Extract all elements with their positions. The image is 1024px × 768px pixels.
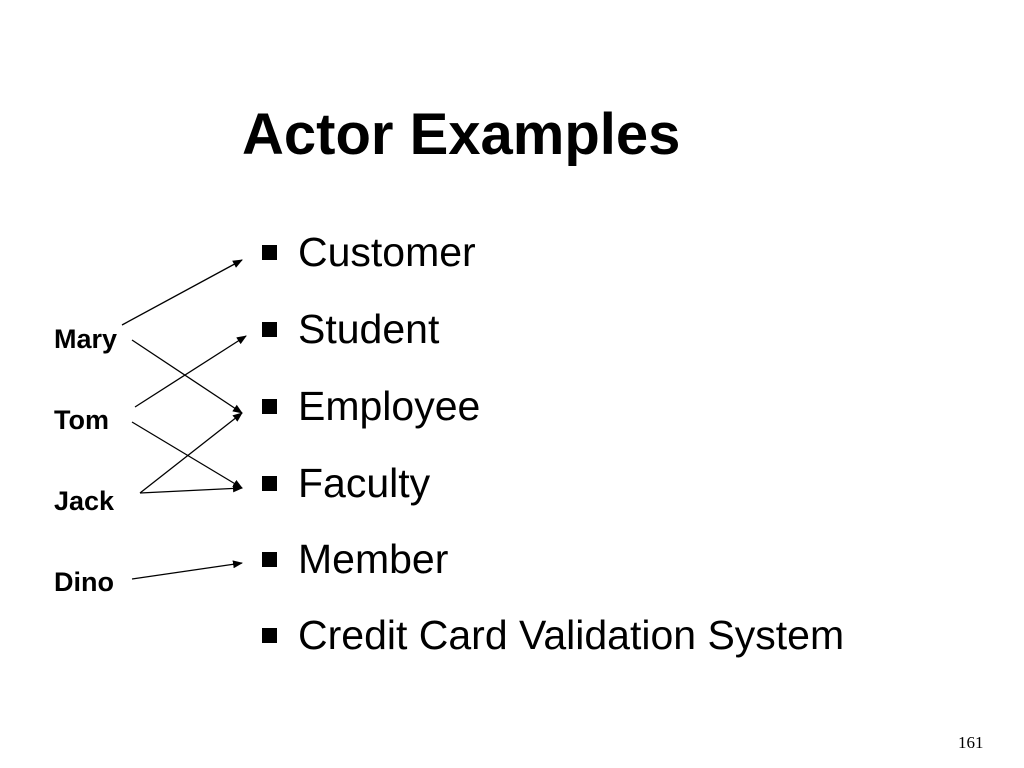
slide-title: Actor Examples [242, 102, 681, 167]
bullet-item-member: Member [262, 534, 448, 584]
mapping-arrow-tom-to-faculty [131, 421, 243, 489]
arrow-layer [121, 259, 247, 580]
actor-name-mary: Mary [54, 324, 118, 354]
bullet-item-student: Student [262, 304, 439, 354]
mapping-arrow-jack-to-employee [139, 412, 243, 494]
square-bullet-icon [262, 475, 277, 491]
actor-name-tom: Tom [54, 405, 109, 435]
square-bullet-icon [262, 627, 277, 643]
actor-name-jack: Jack [54, 486, 115, 516]
mapping-arrow-mary-to-employee [131, 339, 243, 414]
bullet-item-faculty: Faculty [262, 458, 430, 508]
bullet-text: Customer [298, 229, 476, 275]
mapping-arrow-dino-to-member [131, 560, 243, 580]
mapping-arrow-tom-to-student [134, 335, 247, 408]
bullet-text: Credit Card Validation System [298, 612, 845, 658]
bullet-item-employee: Employee [262, 381, 480, 431]
square-bullet-icon [262, 551, 277, 567]
square-bullet-icon [262, 321, 277, 337]
bullet-text: Student [298, 306, 440, 352]
bullet-item-customer: Customer [262, 227, 476, 277]
bullet-text: Employee [298, 383, 481, 429]
mapping-arrow-mary-to-customer [121, 259, 243, 326]
page-number: 161 [958, 733, 984, 752]
square-bullet-icon [262, 244, 277, 260]
bullet-text: Faculty [298, 460, 431, 506]
mapping-arrow-jack-to-faculty [139, 484, 243, 494]
bullet-item-credit-card-validation-system: Credit Card Validation System [262, 610, 844, 660]
actor-name-dino: Dino [54, 567, 114, 597]
square-bullet-icon [262, 398, 277, 414]
bullet-text: Member [298, 536, 449, 582]
